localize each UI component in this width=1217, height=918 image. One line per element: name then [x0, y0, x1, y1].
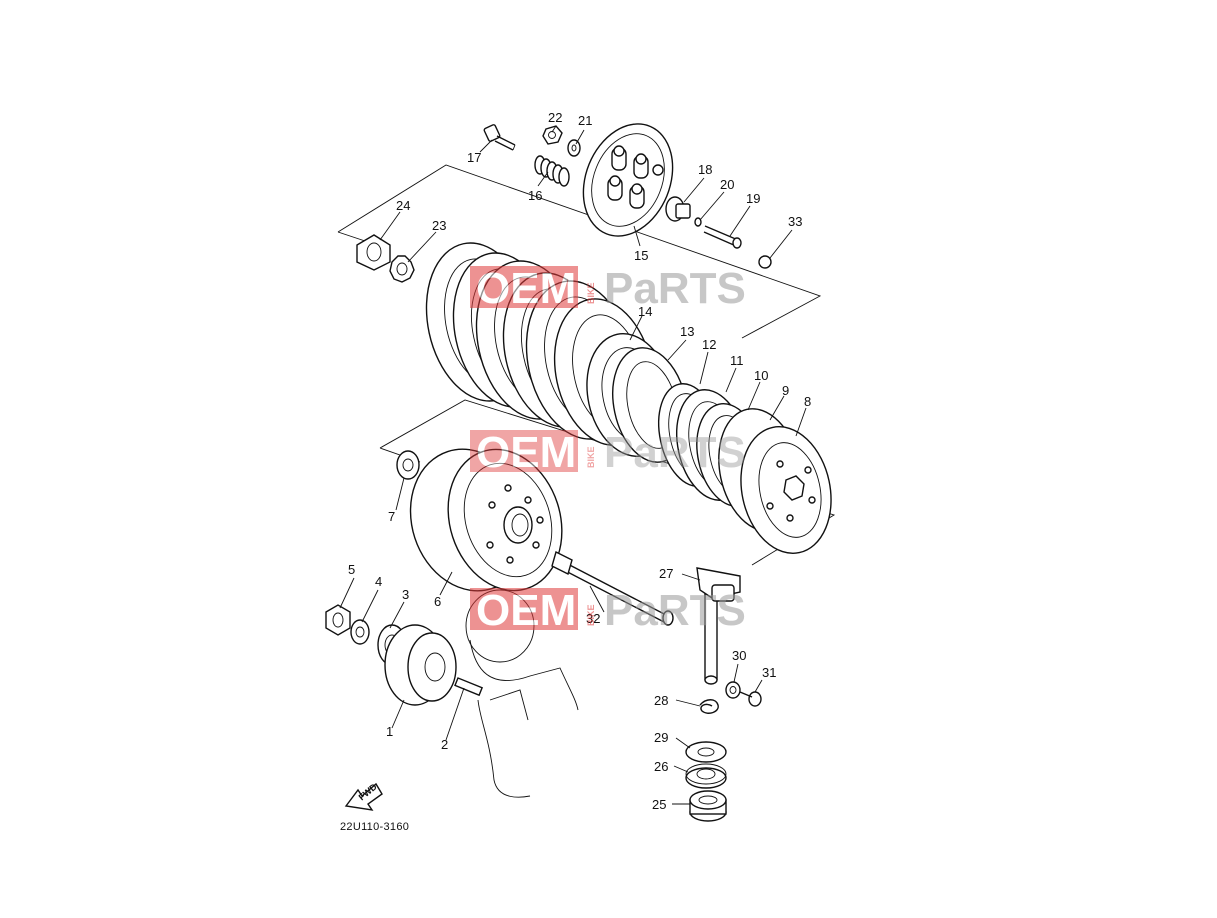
watermark-top: OEM BIKE PaRTS [470, 264, 746, 313]
callout-15: 15 [634, 248, 648, 263]
callout-11: 11 [730, 353, 744, 368]
callout-20: 20 [720, 177, 734, 192]
bearing-part-25[interactable] [689, 790, 727, 822]
lock-washer-part-23[interactable] [389, 255, 415, 283]
callout-23: 23 [432, 218, 446, 233]
callout-26: 26 [654, 759, 668, 774]
callout-4: 4 [375, 574, 382, 589]
screw-part-31[interactable] [739, 691, 762, 707]
callout-31: 31 [762, 665, 776, 680]
callout-7: 7 [388, 509, 395, 524]
spring-part-16[interactable] [534, 155, 570, 187]
washer-part-7[interactable] [396, 450, 420, 480]
callout-17: 17 [467, 150, 481, 165]
diagram-code: 22U110-3160 [340, 821, 409, 833]
callout-33: 33 [788, 214, 802, 229]
spring-part-28[interactable] [699, 699, 719, 714]
nut-part-22[interactable] [542, 125, 563, 145]
callout-14: 14 [638, 304, 652, 319]
callout-16: 16 [528, 188, 542, 203]
callout-19: 19 [746, 191, 760, 206]
callout-28: 28 [654, 693, 668, 708]
forward-arrow-icon: FWD [344, 781, 383, 811]
callout-3: 3 [402, 587, 409, 602]
svg-text:BIKE: BIKE [586, 282, 596, 304]
collar-part-18[interactable] [665, 196, 691, 222]
callout-labels: 24 23 17 22 21 16 15 18 20 19 33 14 13 1… [348, 110, 811, 812]
pressure-plate-part-15[interactable] [567, 110, 688, 249]
callout-13: 13 [680, 324, 694, 339]
svg-text:PaRTS: PaRTS [604, 586, 746, 635]
svg-text:OEM: OEM [476, 264, 576, 313]
callout-6: 6 [434, 594, 441, 609]
svg-text:BIKE: BIKE [586, 604, 596, 626]
primary-drive-gear-part-1[interactable] [384, 624, 457, 706]
washer-part-4[interactable] [350, 619, 370, 645]
washer-part-30[interactable] [725, 681, 741, 699]
callout-32: 32 [586, 611, 600, 626]
svg-text:OEM: OEM [476, 586, 576, 635]
key-part-2[interactable] [454, 677, 484, 697]
washer-part-21[interactable] [567, 139, 581, 157]
svg-text:PaRTS: PaRTS [604, 264, 746, 313]
svg-text:BIKE: BIKE [586, 446, 596, 468]
callout-30: 30 [732, 648, 746, 663]
push-lever-axle-part-27[interactable] [696, 567, 741, 685]
washer-part-29[interactable] [685, 741, 727, 763]
bolt-part-17[interactable] [483, 124, 516, 151]
nut-part-24[interactable] [356, 234, 391, 271]
callout-22: 22 [548, 110, 562, 125]
watermark-bottom: OEM BIKE PaRTS [470, 586, 746, 635]
ball-part-33[interactable] [758, 255, 772, 269]
callout-29: 29 [654, 730, 668, 745]
callout-5: 5 [348, 562, 355, 577]
callout-8: 8 [804, 394, 811, 409]
nut-part-5[interactable] [325, 604, 351, 636]
callout-1: 1 [386, 724, 393, 739]
watermark-middle: OEM BIKE PaRTS [470, 428, 746, 477]
svg-text:PaRTS: PaRTS [604, 428, 746, 477]
callout-9: 9 [782, 383, 789, 398]
callout-18: 18 [698, 162, 712, 177]
callout-12: 12 [702, 337, 716, 352]
clutch-boss-part-8[interactable] [708, 401, 842, 562]
callout-25: 25 [652, 797, 666, 812]
push-rod-part-32[interactable] [551, 550, 674, 626]
callout-27: 27 [659, 566, 673, 581]
callout-10: 10 [754, 368, 768, 383]
leader-lines [339, 125, 807, 805]
washer-part-20[interactable] [694, 217, 702, 227]
callout-2: 2 [441, 737, 448, 752]
oil-seal-part-26[interactable] [685, 763, 727, 789]
callout-24: 24 [396, 198, 410, 213]
clutch-housing-part-6[interactable] [393, 434, 580, 607]
svg-text:OEM: OEM [476, 428, 576, 477]
callout-21: 21 [578, 113, 592, 128]
push-rod-part-19[interactable] [703, 225, 742, 249]
